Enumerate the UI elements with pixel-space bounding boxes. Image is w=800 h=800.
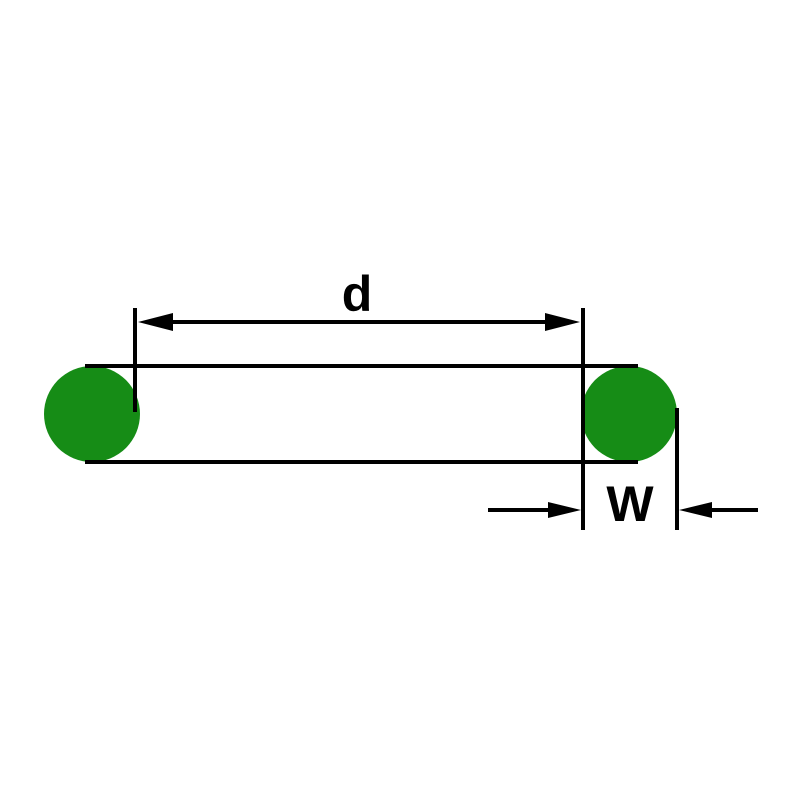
- w-label: W: [606, 476, 654, 532]
- d-label: d: [342, 266, 373, 322]
- oring-cross-section-right: [581, 366, 677, 462]
- oring-cross-section-left: [44, 366, 140, 462]
- w-arrowhead-left: [548, 502, 581, 518]
- d-arrowhead-right: [545, 313, 580, 331]
- d-arrowhead-left: [138, 313, 173, 331]
- w-arrowhead-right: [679, 502, 712, 518]
